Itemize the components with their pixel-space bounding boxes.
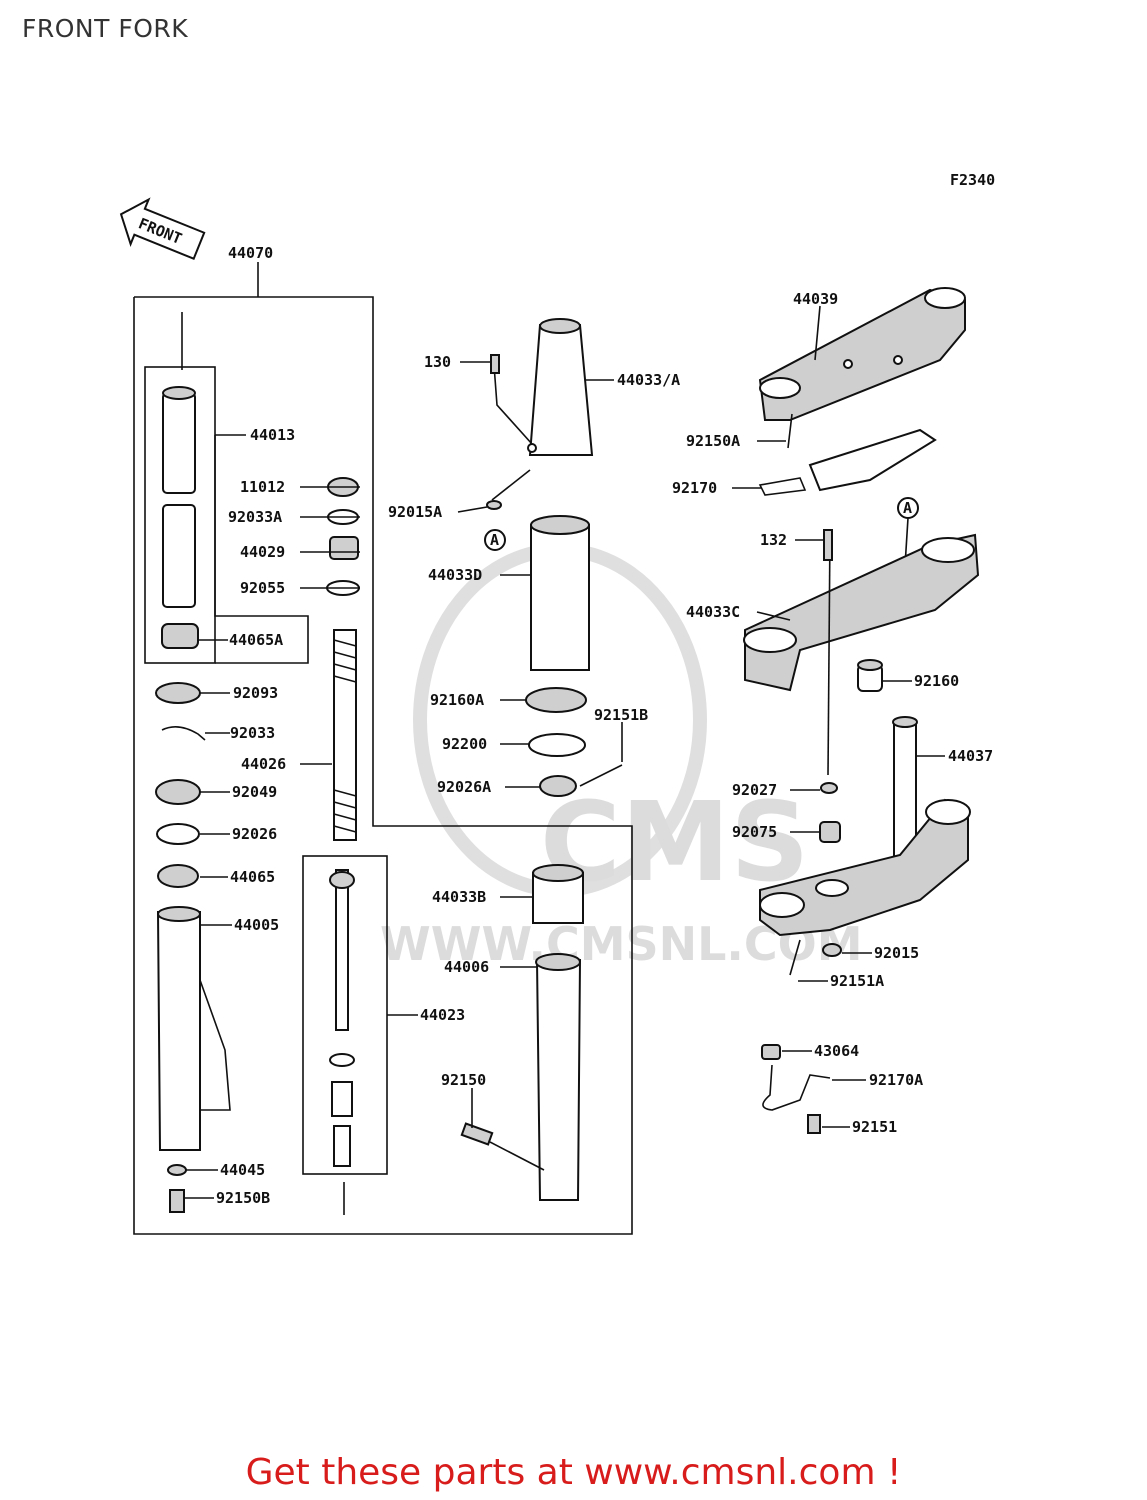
part-label: 92093	[233, 684, 278, 702]
part-label: 43064	[814, 1042, 859, 1060]
washer-92200	[528, 733, 586, 757]
bracket-92170	[758, 428, 937, 496]
part-label: 92150B	[216, 1189, 270, 1207]
part-label: 44026	[241, 755, 286, 773]
spring-44026	[333, 629, 357, 841]
part-label: 44033D	[428, 566, 482, 584]
part-label: 92033A	[228, 508, 282, 526]
outer-tube-44006	[460, 953, 582, 1201]
cta-link[interactable]: Get these parts at www.cmsnl.com !	[245, 1452, 902, 1493]
outer-tube-44005	[156, 906, 231, 1213]
part-label: 92170A	[869, 1071, 923, 1089]
part-label: 44045	[220, 1161, 265, 1179]
screw-92151b	[579, 764, 623, 787]
part-label: 44005	[234, 916, 279, 934]
part-label: 92027	[732, 781, 777, 799]
part-label: 92026	[232, 825, 277, 843]
part-label: 92160	[914, 672, 959, 690]
part-label: 92200	[442, 735, 487, 753]
part-label: 44013	[250, 426, 295, 444]
page-title: FRONT FORK	[22, 14, 189, 43]
part-label: 44039	[793, 290, 838, 308]
part-label: 92033	[230, 724, 275, 742]
clamp-92026a	[539, 775, 577, 797]
fork-tube-44013	[162, 312, 196, 608]
upper-bracket-44039	[758, 287, 966, 449]
part-label: 44033/A	[617, 371, 680, 389]
clamp-group-43064	[761, 1044, 831, 1134]
part-label: 92170	[672, 479, 717, 497]
part-label: 92151	[852, 1118, 897, 1136]
damper-92160	[857, 659, 883, 692]
marker-a-center: A	[484, 529, 506, 551]
part-label: 92015A	[388, 503, 442, 521]
bushing-44065a	[161, 623, 199, 649]
part-label: 92055	[240, 579, 285, 597]
nut-92015	[822, 943, 842, 957]
leader-lines	[184, 305, 945, 1199]
part-label: 44065A	[229, 631, 283, 649]
front-arrow-icon: FRONT	[119, 197, 206, 261]
seals-group	[155, 682, 206, 888]
part-label: 44033B	[432, 888, 486, 906]
part-labels: 44070 44013 11012 92033A 44029 92055 440…	[216, 244, 993, 1207]
part-label: 44006	[444, 958, 489, 976]
part-label: 11012	[240, 478, 285, 496]
part-label: 92151B	[594, 706, 648, 724]
bracket-44033c	[743, 529, 980, 776]
damper-rod-44023	[329, 869, 355, 1215]
top-cap-group	[326, 477, 360, 596]
washer-92160a	[525, 687, 587, 713]
bolt-92151a	[789, 939, 801, 976]
part-label: 92049	[232, 783, 277, 801]
part-label: 92015	[874, 944, 919, 962]
figure-code: F2340	[950, 171, 995, 189]
part-label: 44033C	[686, 603, 740, 621]
part-label: 92150A	[686, 432, 740, 450]
marker-a-right: A	[897, 497, 919, 567]
steering-stem-44037	[759, 716, 971, 937]
part-label: 92160A	[430, 691, 484, 709]
nut-92075	[819, 821, 841, 843]
part-label: 44070	[228, 244, 273, 262]
fork-cover-44033d	[530, 515, 590, 671]
part-label: 130	[424, 353, 451, 371]
part-label: 44023	[420, 1006, 465, 1024]
part-label: 92150	[441, 1071, 486, 1089]
svg-text:A: A	[903, 499, 912, 517]
part-label: 44065	[230, 868, 275, 886]
part-label: 92075	[732, 823, 777, 841]
part-label: 92026A	[437, 778, 491, 796]
part-label: 92151A	[830, 972, 884, 990]
fork-cover-44033a	[486, 318, 594, 510]
part-label: 44029	[240, 543, 285, 561]
watermark: CMS WWW.CMSNL.COM	[380, 543, 863, 971]
washer-92027	[820, 782, 838, 794]
part-label: 44037	[948, 747, 993, 765]
svg-text:A: A	[490, 531, 499, 549]
part-label: 132	[760, 531, 787, 549]
cover-44033b	[532, 864, 584, 924]
watermark-logo: CMS	[540, 778, 809, 906]
